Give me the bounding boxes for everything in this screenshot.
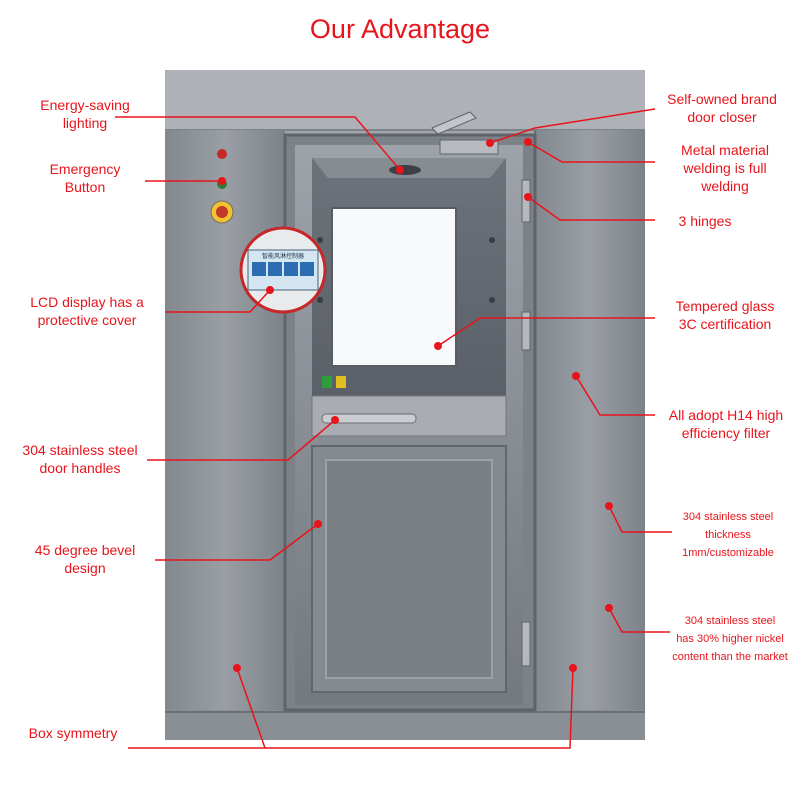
callout-nickel-content: 304 stainless steel has 30% higher nicke… <box>672 615 788 663</box>
hinge-1 <box>521 179 531 223</box>
callout-lcd-display: LCD display has a protective cover <box>30 294 144 328</box>
callout-door-closer: Self-owned brand door closer <box>667 91 777 125</box>
hinge-3 <box>521 621 531 667</box>
door-handle <box>321 413 417 424</box>
glass-window <box>331 207 457 367</box>
hinge-2 <box>521 311 531 351</box>
callout-h14-filter: All adopt H14 high efficiency filter <box>668 407 784 441</box>
callout-box-symmetry: Box symmetry <box>28 725 118 741</box>
base-plinth <box>165 710 645 740</box>
callout-hinges: 3 hinges <box>678 213 732 229</box>
callout-lighting: Energy-saving lighting <box>40 97 130 131</box>
callout-tempered-glass: Tempered glass 3C certification <box>675 298 775 332</box>
right-side-panel <box>535 130 645 710</box>
callout-bevel-design: 45 degree bevel design <box>34 542 136 576</box>
ceiling-light <box>389 165 421 175</box>
callout-steel-thickness: 304 stainless steel thickness 1mm/custom… <box>682 511 774 559</box>
lcd-screen-text: 智能风淋控制器 <box>262 252 304 260</box>
callout-door-handles: 304 stainless steel door handles <box>22 442 138 476</box>
page-title: Our Advantage <box>309 14 491 44</box>
door-closer <box>439 139 499 155</box>
top-band <box>165 70 645 130</box>
left-side-panel <box>165 130 285 710</box>
callout-emergency-button: Emergency Button <box>49 161 121 195</box>
callout-full-welding: Metal material welding is full welding <box>681 142 769 194</box>
red-indicator <box>217 149 227 159</box>
